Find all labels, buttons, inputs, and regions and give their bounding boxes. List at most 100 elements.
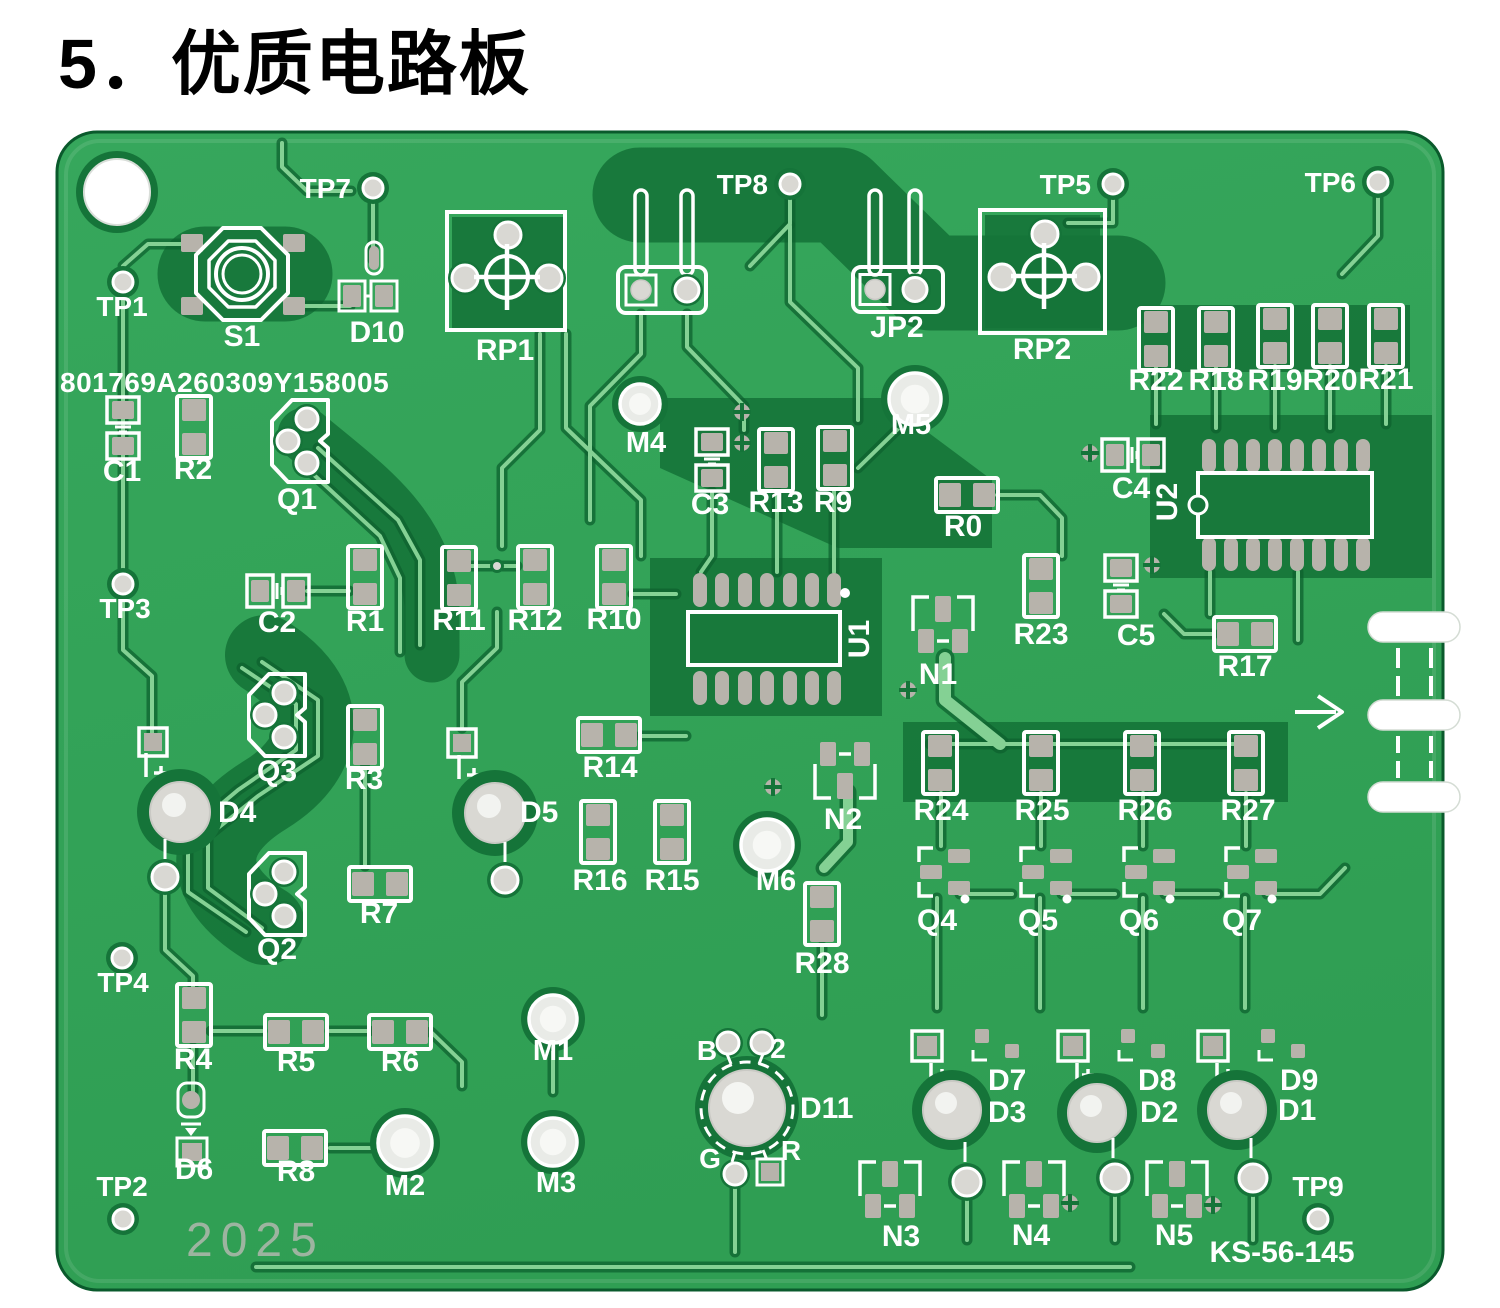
smd-pad [1151, 1044, 1165, 1058]
ic-pin-pad [1356, 439, 1370, 473]
silkscreen-label-R13: R13 [748, 486, 803, 519]
silkscreen-label-D1: D1 [1278, 1094, 1316, 1127]
silkscreen-bracket [1002, 1160, 1020, 1196]
silkscreen-outline [653, 799, 691, 865]
smd-pad [523, 549, 547, 571]
smd-pad [1227, 865, 1249, 879]
silkscreen-bracket [911, 595, 929, 631]
silkscreen-outline [440, 545, 478, 611]
smd-pad [1261, 1029, 1275, 1043]
smd-pad [301, 1136, 323, 1160]
silkscreen-label-N1: N1 [919, 658, 957, 691]
edge-slot [1367, 781, 1461, 813]
smd-pad [1152, 1194, 1168, 1218]
silkscreen-label-R5: R5 [277, 1045, 315, 1078]
smd-pad [928, 735, 952, 757]
silkscreen-outline [921, 730, 959, 796]
via-dot-pad [493, 562, 501, 570]
silkscreen-outline [1367, 303, 1405, 369]
component-C4: C4 [1100, 437, 1166, 505]
solder-pad [252, 881, 278, 907]
hole-shine [539, 1005, 567, 1033]
ic-pin-pad [1312, 537, 1326, 571]
smd-pad [1029, 592, 1053, 614]
smd-pad [1318, 342, 1342, 364]
smd-pad [810, 920, 834, 942]
component-Q6: Q6 [1119, 846, 1175, 937]
smd-pad [369, 246, 379, 270]
smd-pad [1234, 735, 1258, 757]
trace [429, 1030, 464, 1088]
smd-pad [267, 1136, 289, 1160]
silkscreen-outline [1212, 615, 1278, 653]
smd-pad [283, 297, 305, 315]
silkscreen-outline [934, 476, 1000, 514]
trace [788, 224, 860, 422]
trace [699, 490, 714, 574]
silkscreen-label-R27: R27 [1220, 794, 1275, 827]
trace [939, 652, 1006, 750]
silkscreen-label-R11: R11 [432, 604, 485, 637]
silkscreen-outline [346, 544, 384, 610]
silkscreen-bracket [1019, 882, 1035, 898]
component-RP1: RP1 [445, 210, 567, 367]
hole-M2: M2 [370, 1108, 440, 1202]
smd-pad [375, 285, 393, 307]
trace [1340, 192, 1380, 276]
silkscreen-outline [1311, 303, 1349, 369]
silkscreen-bracket [1019, 846, 1035, 862]
testpoint-TP5: TP5 [1040, 168, 1129, 200]
via-cross [733, 434, 751, 452]
solder-pad [951, 1166, 983, 1198]
solder-pad [271, 724, 297, 750]
silkscreen-label-C4: C4 [1112, 472, 1151, 505]
silkscreen-label-RP2: RP2 [1013, 333, 1071, 366]
silkscreen-label-TP7: TP7 [300, 173, 351, 204]
testpoint-TP8: TP8 [717, 168, 806, 200]
testpoint-pad [111, 1207, 135, 1231]
smd-pad [1130, 735, 1154, 757]
silkscreen-label-Q3: Q3 [257, 755, 297, 788]
via-hole [739, 440, 745, 446]
solder-pad [1237, 1162, 1269, 1194]
smd-pad [764, 432, 788, 454]
component-R0: R0 [934, 476, 1000, 543]
silkscreen-outline [978, 208, 1107, 335]
square-pad-mark [910, 1029, 944, 1063]
smd-pad [701, 469, 723, 487]
switch-outline-inner [207, 239, 277, 309]
silkscreen-outline [175, 394, 213, 460]
silkscreen-label-RP1: RP1 [476, 334, 534, 367]
silkscreen-label-TP5: TP5 [1040, 169, 1091, 200]
smd-pad [112, 401, 134, 419]
testpoint-TP7: TP7 [300, 172, 389, 204]
component-C3: C3 [691, 427, 730, 521]
silkscreen-label-R18: R18 [1188, 364, 1243, 397]
smd-pad [1063, 1036, 1083, 1056]
hole-shine [390, 1128, 420, 1158]
direction-arrow [1295, 694, 1344, 730]
ic-pin-pad [1290, 439, 1304, 473]
silkscreen-outline [1022, 553, 1060, 619]
image-caption-title: 5．优质电路板 [58, 25, 531, 103]
smd-pad [602, 583, 626, 605]
solder-pad [630, 279, 652, 301]
component-JP2: JP2 [851, 188, 945, 344]
component-R22: R22 [1128, 306, 1184, 397]
silkscreen-label-G: G [699, 1143, 721, 1174]
drill-hole [83, 158, 151, 226]
silkscreen-outline [1256, 303, 1294, 369]
component-D4: D4 [137, 726, 257, 895]
silkscreen-label-N2: N2 [824, 803, 862, 836]
pad-shine [935, 1092, 957, 1114]
edge-slot [1367, 611, 1461, 643]
silkscreen-label-R8: R8 [277, 1155, 315, 1188]
component-R16: R16 [572, 799, 628, 897]
silkscreen-outline [1227, 730, 1265, 796]
silkscreen-outline [1123, 730, 1161, 796]
tick-mark [725, 1053, 733, 1065]
component-Q5: Q5 [1018, 846, 1072, 937]
square-pad-mark [755, 1157, 785, 1187]
edge-connector-slots [1367, 611, 1461, 813]
